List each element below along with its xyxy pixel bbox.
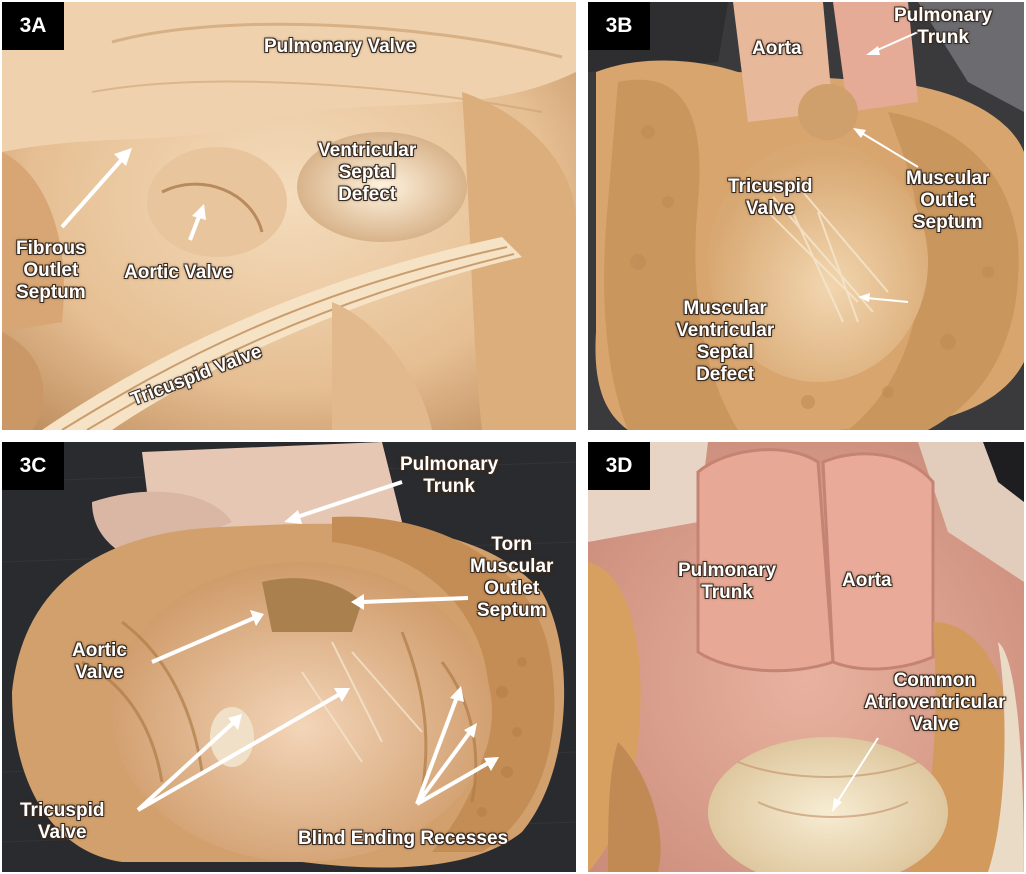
label-line: Defect — [696, 364, 755, 385]
label-line: Outlet — [920, 190, 976, 211]
label-line: Outlet — [23, 260, 79, 281]
label-line: Ventricular — [676, 320, 775, 341]
arrow-aortic-valve — [151, 616, 255, 664]
panel-3d: 3D Pulmonary Trunk Aorta Common Atrioven… — [588, 442, 1024, 872]
arrow-tricuspid-valve-1 — [136, 720, 236, 812]
label-blind-ending-recesses: Blind Ending Recesses — [298, 828, 509, 849]
label-pulmonary-trunk: Pulmonary Trunk — [400, 454, 498, 498]
arrow-aortic-valve — [188, 213, 202, 241]
label-fibrous-outlet-septum: Fibrous Outlet Septum — [16, 238, 86, 304]
label-line: Common — [893, 670, 976, 691]
panel-3c: 3C Pulmonary Tr — [2, 442, 576, 872]
arrow-muscular-vsd — [865, 297, 909, 303]
label-line: Ventricular — [318, 140, 417, 161]
label-aorta: Aorta — [752, 38, 802, 59]
label-line: Septal — [696, 342, 754, 363]
label-line: Tricuspid — [20, 800, 105, 821]
label-line: Torn — [491, 534, 533, 555]
label-line: Tricuspid — [728, 176, 813, 197]
label-pulmonary-trunk: Pulmonary Trunk — [678, 560, 776, 604]
panel-3d-photo — [588, 442, 1024, 872]
panel-3b: 3B Aorta Pulmonary Trunk Tricuspid Valve… — [588, 2, 1024, 430]
panel-3b-tag: 3B — [588, 2, 650, 50]
label-line: Valve — [910, 714, 960, 735]
label-torn-muscular-outlet-septum: Torn Muscular Outlet Septum — [470, 534, 553, 622]
label-muscular-ventricular-septal-defect: Muscular Ventricular Septal Defect — [676, 298, 774, 386]
label-line: Pulmonary — [678, 560, 777, 581]
arrow-pulmonary-trunk — [293, 480, 403, 520]
arrow-fibrous-outlet-septum — [60, 155, 126, 229]
arrow-blind-ending-recess-1 — [415, 696, 459, 805]
label-line: Outlet — [484, 578, 540, 599]
arrow-muscular-outlet-septum — [859, 131, 919, 168]
label-aortic-valve: Aortic Valve — [72, 640, 127, 684]
label-aortic-valve: Aortic Valve — [124, 262, 233, 283]
label-line: Septal — [338, 162, 396, 183]
label-line: Trunk — [423, 476, 475, 497]
label-tricuspid-valve: Tricuspid Valve — [20, 800, 104, 844]
label-line: Defect — [338, 184, 397, 205]
label-aorta: Aorta — [842, 570, 892, 591]
panel-3c-photo — [2, 442, 576, 872]
panel-3d-arrows — [832, 737, 879, 812]
label-pulmonary-trunk: Pulmonary Trunk — [894, 5, 992, 49]
label-line: Pulmonary — [894, 5, 993, 26]
label-line: Muscular — [470, 556, 554, 577]
arrow-tricuspid-valve-2 — [137, 692, 341, 812]
label-line: Valve — [75, 662, 124, 683]
arrow-blind-ending-recess-2 — [415, 730, 472, 806]
label-common-atrioventricular-valve: Common Atrioventricular Valve — [864, 670, 1005, 736]
label-pulmonary-valve: Pulmonary Valve — [264, 36, 417, 57]
arrow-pulmonary-trunk — [872, 31, 919, 53]
label-tricuspid-valve: Tricuspid Valve — [728, 176, 812, 220]
label-line: Muscular — [906, 168, 990, 189]
label-line: Septum — [912, 212, 983, 233]
panel-3c-tag: 3C — [2, 442, 64, 490]
label-line: Pulmonary — [400, 454, 499, 475]
label-line: Valve — [37, 822, 87, 843]
panel-3a: 3A Pulmonary Valve Ventricular Septal De… — [2, 2, 576, 430]
label-line: Valve — [745, 198, 795, 219]
label-line: Aortic — [72, 640, 127, 661]
label-muscular-outlet-septum: Muscular Outlet Septum — [906, 168, 989, 234]
label-line: Trunk — [917, 27, 969, 48]
label-line: Septum — [16, 282, 86, 303]
panel-3b-arrows — [853, 31, 919, 303]
label-line: Septum — [476, 600, 547, 621]
arrow-blind-ending-recess-3 — [416, 760, 491, 806]
label-ventricular-septal-defect: Ventricular Septal Defect — [318, 140, 416, 206]
arrow-torn-muscular-outlet-septum — [361, 596, 469, 604]
panel-3b-photo — [588, 2, 1024, 430]
panel-3a-arrows — [60, 148, 206, 241]
label-line: Muscular — [683, 298, 767, 319]
label-line: Atrioventricular — [864, 692, 1006, 713]
panel-3d-tag: 3D — [588, 442, 650, 490]
panel-3a-photo — [2, 2, 576, 430]
label-line: Trunk — [701, 582, 753, 603]
panel-3c-arrows — [136, 480, 499, 812]
panel-3a-tag: 3A — [2, 2, 64, 50]
arrow-common-av-valve — [835, 737, 879, 805]
label-line: Fibrous — [16, 238, 86, 259]
